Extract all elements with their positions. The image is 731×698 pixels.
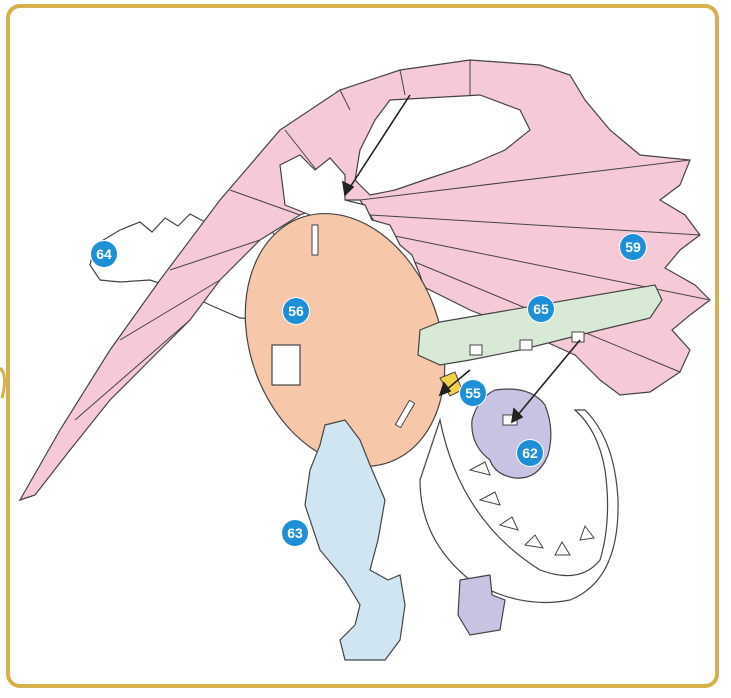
part-badge-59: 59 (620, 234, 646, 260)
part-badge-64: 64 (91, 241, 117, 267)
part-number-62: 62 (522, 445, 538, 461)
part-number-65: 65 (533, 301, 549, 317)
part-number-56: 56 (288, 303, 304, 319)
edge-mark (0, 368, 5, 398)
part-number-59: 59 (625, 239, 641, 255)
part-number-63: 63 (287, 525, 303, 541)
part-badge-63: 63 (282, 520, 308, 546)
support-block (272, 345, 300, 385)
part-number-64: 64 (96, 246, 112, 262)
part-number-55: 55 (465, 385, 481, 401)
part-badge-62: 62 (517, 440, 543, 466)
part-badge-65: 65 (528, 296, 554, 322)
part-badge-55: 55 (460, 380, 486, 406)
part-badge-56: 56 (283, 298, 309, 324)
